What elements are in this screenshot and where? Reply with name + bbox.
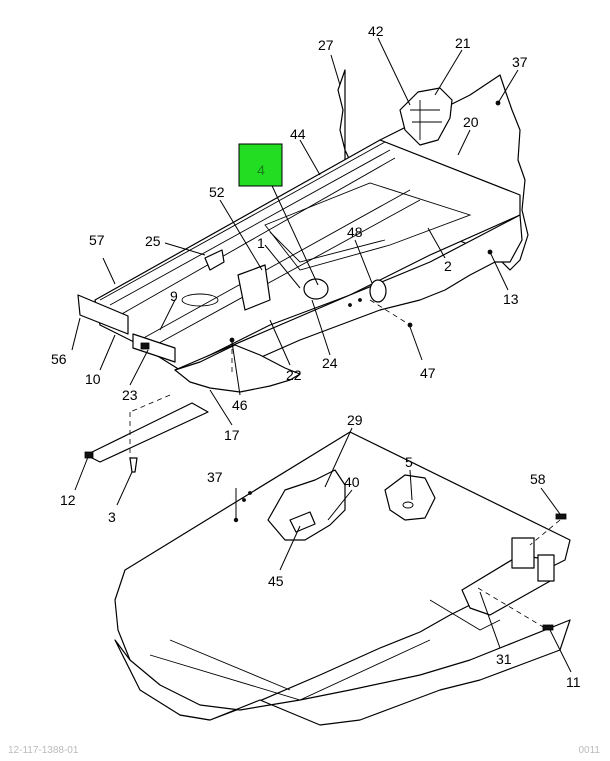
callout-37-bottom: 37 <box>207 469 223 485</box>
round-port <box>303 278 329 300</box>
callout-24: 24 <box>322 355 338 371</box>
callout-29: 29 <box>347 412 363 428</box>
bolt-3 <box>129 457 138 473</box>
callout-10: 10 <box>85 371 101 387</box>
upper-assembly <box>77 69 529 393</box>
callout-40: 40 <box>344 474 360 490</box>
callout-12: 12 <box>60 492 76 508</box>
callout-11: 11 <box>566 674 581 690</box>
cutaway-opening <box>399 87 453 146</box>
callout-56: 56 <box>51 351 67 367</box>
hold-down-block <box>237 264 271 311</box>
highlight-callout[interactable]: 4 <box>238 143 283 187</box>
callout-3: 3 <box>108 509 116 525</box>
highlight-box[interactable] <box>238 143 283 187</box>
callout-45: 45 <box>268 573 284 589</box>
callout-57: 57 <box>89 232 105 248</box>
bolt-11 <box>542 624 554 631</box>
screw-12 <box>84 451 94 459</box>
callout-2: 2 <box>444 258 452 274</box>
end-bracket <box>132 333 176 363</box>
callout-46: 46 <box>232 397 248 413</box>
highlight-label: 4 <box>257 162 265 178</box>
end-plate <box>77 294 129 335</box>
callout-42: 42 <box>368 23 384 39</box>
callout-13: 13 <box>503 291 519 307</box>
callout-21: 21 <box>455 35 471 51</box>
callout-17: 17 <box>224 427 240 443</box>
fixture-5 <box>384 474 436 521</box>
brace-plate <box>85 402 209 463</box>
callout-25: 25 <box>145 233 161 249</box>
callout-44: 44 <box>290 126 306 142</box>
callout-52: 52 <box>209 184 225 200</box>
lower-curved-panel <box>174 344 301 393</box>
callout-1: 1 <box>257 235 265 251</box>
callout-20: 20 <box>463 114 479 130</box>
callout-31: 31 <box>496 651 512 667</box>
access-hole <box>369 279 387 303</box>
drawing-number: 12-117-1388-01 <box>8 745 79 756</box>
leader-lines <box>71 37 572 673</box>
callout-48: 48 <box>347 224 363 240</box>
callout-23: 23 <box>122 387 138 403</box>
lower-assembly <box>114 431 571 726</box>
callout-5: 5 <box>405 454 413 470</box>
callout-labels: 27 42 21 37 20 44 52 57 25 1 48 2 13 9 5… <box>51 23 581 690</box>
callout-58: 58 <box>530 471 546 487</box>
side-rail <box>99 141 396 316</box>
hinge-plate <box>511 537 535 569</box>
clip-23 <box>140 342 150 350</box>
sheet-number: 0011 <box>578 745 600 756</box>
bracket <box>204 249 225 271</box>
bolt-58 <box>555 513 567 520</box>
pad-45 <box>289 511 316 533</box>
mid-parts <box>84 394 209 473</box>
callout-9: 9 <box>170 288 178 304</box>
callout-27: 27 <box>318 37 334 53</box>
callout-37-top: 37 <box>512 54 528 70</box>
floor-recess <box>264 182 472 271</box>
callout-22: 22 <box>286 367 302 383</box>
callout-47: 47 <box>420 365 436 381</box>
lower-cutaway <box>267 469 346 541</box>
